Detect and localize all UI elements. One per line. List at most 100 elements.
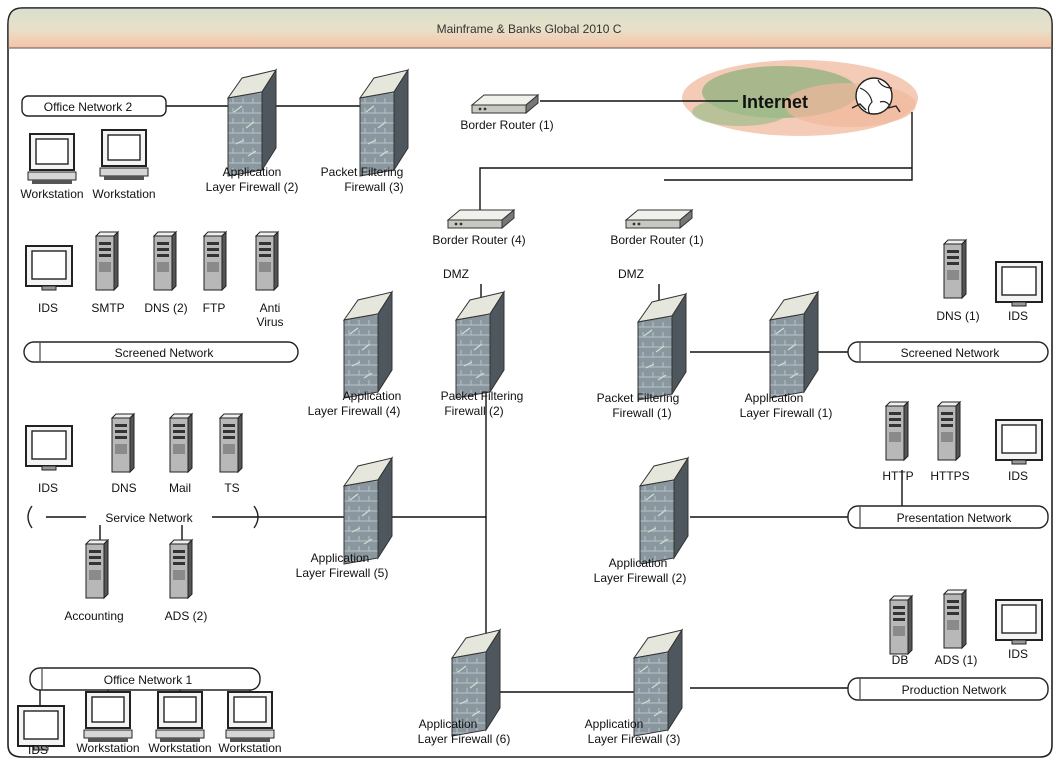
firewall-alf-bottom-left: Application Layer Firewall (6) xyxy=(418,629,511,746)
border-router-top-label: Border Router (1) xyxy=(460,118,553,132)
smtp-server-icon: SMTP xyxy=(91,231,125,315)
svg-text:Layer Firewall (1): Layer Firewall (1) xyxy=(740,406,833,420)
svg-text:HTTPS: HTTPS xyxy=(930,469,969,483)
dns-server-icon: DNS xyxy=(111,413,137,495)
ts-server-icon: TS xyxy=(219,413,243,495)
svg-text:IDS: IDS xyxy=(28,743,48,757)
firewall-pff-office2: Packet Filtering Firewall (3) xyxy=(321,69,409,194)
internet-label: Internet xyxy=(742,92,808,112)
internet-cloud-icon xyxy=(682,60,918,136)
network-presentation: Presentation Network xyxy=(847,505,1049,529)
svg-text:Application: Application xyxy=(223,165,282,179)
svg-text:Application: Application xyxy=(419,717,478,731)
svg-text:Production Network: Production Network xyxy=(902,683,1008,697)
svg-text:ADS (1): ADS (1) xyxy=(935,653,978,667)
globe-icon xyxy=(851,77,901,115)
svg-text:HTTP: HTTP xyxy=(882,469,913,483)
svg-text:Layer Firewall (2): Layer Firewall (2) xyxy=(594,571,687,585)
svg-text:Firewall (2): Firewall (2) xyxy=(444,404,503,418)
svg-text:DNS (2): DNS (2) xyxy=(144,301,187,315)
http-server-icon: HTTP xyxy=(882,401,914,483)
ids-monitor-icon: IDS xyxy=(995,419,1043,483)
network-service: Service Network xyxy=(27,505,259,529)
svg-text:IDS: IDS xyxy=(38,301,58,315)
svg-text:Layer Firewall (2): Layer Firewall (2) xyxy=(206,180,299,194)
svg-text:Workstation: Workstation xyxy=(148,741,211,755)
svg-text:TS: TS xyxy=(224,481,239,495)
svg-text:Accounting: Accounting xyxy=(64,609,123,623)
workstation-icon: Workstation xyxy=(218,691,282,755)
svg-text:Screened Network: Screened Network xyxy=(901,346,1001,360)
ids-monitor-icon: IDS xyxy=(25,245,73,315)
svg-text:Workstation: Workstation xyxy=(92,187,155,201)
svg-text:Layer Firewall (3): Layer Firewall (3) xyxy=(588,732,681,746)
firewall-alf-left-dmz: Application Layer Firewall (4) xyxy=(308,291,402,418)
svg-text:IDS: IDS xyxy=(1008,309,1028,323)
border-router-left-icon xyxy=(447,209,515,229)
svg-text:DB: DB xyxy=(892,653,909,667)
network-office1: Office Network 1 xyxy=(29,667,261,691)
mail-server-icon: Mail xyxy=(169,413,193,495)
network-screened-left: Screened Network xyxy=(23,341,299,363)
network-office2: Office Network 2 xyxy=(21,95,167,117)
svg-text:Application: Application xyxy=(311,551,370,565)
svg-text:Layer Firewall (4): Layer Firewall (4) xyxy=(308,404,401,418)
dns2-server-icon: DNS (2) xyxy=(144,231,188,315)
svg-text:Workstation: Workstation xyxy=(20,187,83,201)
border-router-top-icon xyxy=(471,94,539,114)
svg-text:Office Network 2: Office Network 2 xyxy=(44,100,133,114)
workstation-icon: Workstation xyxy=(20,133,84,201)
svg-text:Layer Firewall (5): Layer Firewall (5) xyxy=(296,566,389,580)
dmz-right-label: DMZ xyxy=(618,267,644,281)
anti-virus-server-icon: Anti Virus xyxy=(255,231,284,329)
https-server-icon: HTTPS xyxy=(930,401,970,483)
svg-text:Presentation Network: Presentation Network xyxy=(897,511,1013,525)
ads1-server-icon: ADS (1) xyxy=(935,589,978,667)
svg-text:Screened Network: Screened Network xyxy=(115,346,215,360)
svg-text:IDS: IDS xyxy=(1008,647,1028,661)
svg-text:Anti: Anti xyxy=(260,301,281,315)
network-screened-right: Screened Network xyxy=(847,341,1049,363)
svg-text:Firewall (3): Firewall (3) xyxy=(344,180,403,194)
svg-text:Virus: Virus xyxy=(256,315,283,329)
svg-text:Application: Application xyxy=(745,391,804,405)
ids-monitor-icon: IDS xyxy=(25,425,73,495)
svg-text:Packet Filtering: Packet Filtering xyxy=(321,165,404,179)
ads2-server-icon: ADS (2) xyxy=(165,539,207,623)
ftp-server-icon: FTP xyxy=(203,231,227,315)
ids-monitor-icon: IDS xyxy=(995,599,1043,661)
svg-text:Packet Filtering: Packet Filtering xyxy=(597,391,680,405)
svg-text:Mail: Mail xyxy=(169,481,191,495)
svg-text:IDS: IDS xyxy=(38,481,58,495)
firewall-pff-left-dmz: Packet Filtering Firewall (2) xyxy=(441,291,524,418)
svg-text:Office Network 1: Office Network 1 xyxy=(104,673,193,687)
dmz-left-label: DMZ xyxy=(443,267,469,281)
network-production: Production Network xyxy=(847,677,1049,701)
diagram-title: Mainframe & Banks Global 2010 C xyxy=(437,22,622,36)
svg-text:Workstation: Workstation xyxy=(76,741,139,755)
svg-text:IDS: IDS xyxy=(1008,469,1028,483)
firewall-alf-bottom-right: Application Layer Firewall (3) xyxy=(585,629,683,746)
svg-text:Layer Firewall (6): Layer Firewall (6) xyxy=(418,732,511,746)
firewall-alf-office2: Application Layer Firewall (2) xyxy=(206,69,299,194)
border-router-right-label: Border Router (1) xyxy=(610,233,703,247)
svg-text:Workstation: Workstation xyxy=(218,741,281,755)
svg-text:Packet Filtering: Packet Filtering xyxy=(441,389,524,403)
dns1-server-icon: DNS (1) xyxy=(936,239,980,323)
svg-text:Application: Application xyxy=(343,389,402,403)
workstation-icon: Workstation xyxy=(76,691,140,755)
svg-text:DNS (1): DNS (1) xyxy=(936,309,979,323)
ids-monitor-icon: IDS xyxy=(995,261,1043,323)
svg-text:FTP: FTP xyxy=(203,301,226,315)
db-server-icon: DB xyxy=(889,595,913,667)
firewall-pff-right-dmz: Packet Filtering Firewall (1) xyxy=(597,293,687,420)
svg-text:Application: Application xyxy=(609,556,668,570)
border-router-left-label: Border Router (4) xyxy=(432,233,525,247)
svg-text:Service Network: Service Network xyxy=(105,511,193,525)
firewall-alf-right-dmz: Application Layer Firewall (1) xyxy=(740,291,833,420)
svg-text:Application: Application xyxy=(585,717,644,731)
firewall-alf-presentation: Application Layer Firewall (2) xyxy=(594,457,689,585)
firewall-alf-service: Application Layer Firewall (5) xyxy=(296,457,393,580)
svg-text:Firewall (1): Firewall (1) xyxy=(612,406,671,420)
